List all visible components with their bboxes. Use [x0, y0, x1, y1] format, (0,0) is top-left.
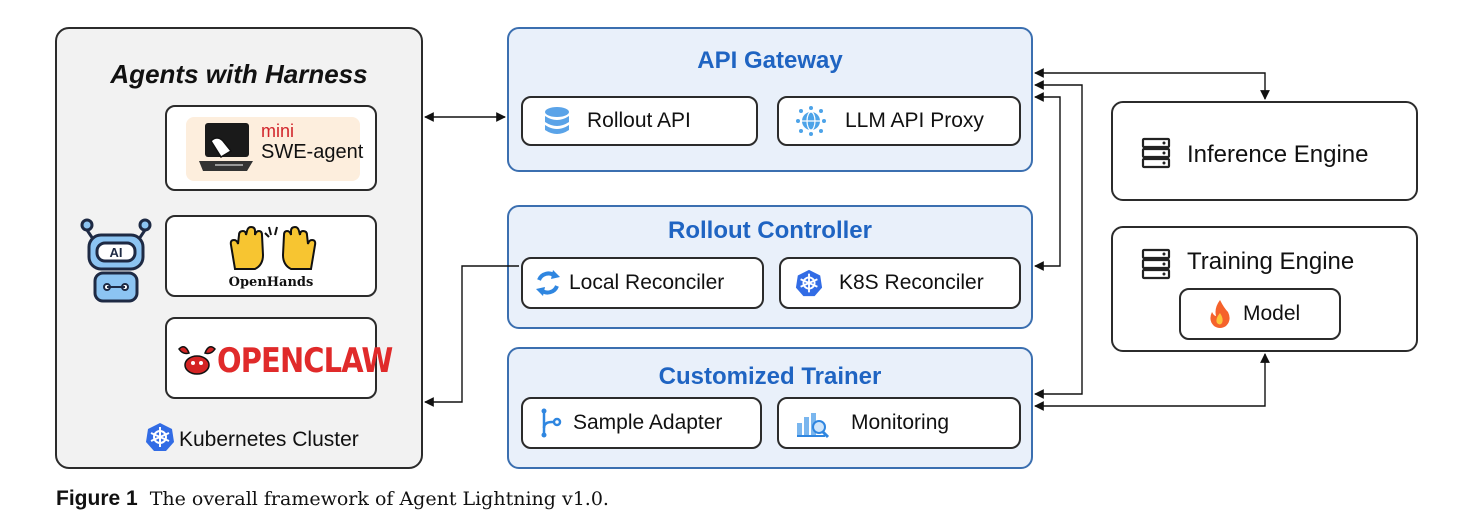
openhands-label: OpenHands — [228, 275, 314, 290]
k8s-reconciler-label: K8S Reconciler — [839, 271, 984, 294]
server-icon — [1141, 248, 1171, 280]
fire-icon — [1205, 299, 1235, 329]
robot-ai-text: AI — [110, 245, 123, 260]
raised-hands-icon — [229, 225, 317, 270]
chart-magnifier-icon — [793, 407, 833, 439]
training-engine-label: Training Engine — [1187, 248, 1355, 275]
llm-api-proxy-box[interactable]: LLM API Proxy — [777, 96, 1021, 146]
agent-openclaw[interactable]: OPENCLAW — [165, 317, 393, 399]
server-icon — [1141, 137, 1171, 169]
reconciler-harness-arrow — [424, 265, 519, 407]
api-gateway-box: API Gateway Rollout API LLM API Proxy — [507, 27, 1033, 172]
inference-engine-box[interactable]: Inference Engine — [1111, 101, 1418, 201]
figure-caption: Figure 1 The overall framework of Agent L… — [56, 487, 609, 511]
kubernetes-icon — [791, 269, 827, 297]
local-reconciler-label: Local Reconciler — [569, 271, 725, 294]
local-reconciler-box[interactable]: Local Reconciler — [521, 257, 764, 309]
trainer-training-arrow — [1034, 353, 1270, 411]
monitoring-label: Monitoring — [851, 411, 950, 434]
customized-trainer-title: Customized Trainer — [658, 363, 882, 390]
caption-text: The overall framework of Agent Lightning… — [149, 488, 609, 510]
api-gateway-title: API Gateway — [697, 47, 843, 74]
gateway-controller-arrow — [1034, 92, 1061, 271]
gateway-trainer-arrow — [1034, 80, 1083, 399]
network-globe-icon — [789, 105, 833, 137]
branch-icon — [533, 408, 567, 438]
lobster-icon — [178, 346, 216, 375]
agent-mini-swe[interactable]: mini SWE-agent — [165, 105, 377, 191]
agent-openhands[interactable]: OpenHands — [165, 215, 377, 297]
agents-harness-panel: Agents with Harness mini SWE-agent OpenH… — [55, 27, 423, 469]
kubernetes-icon — [146, 423, 174, 451]
openclaw-label: OPENCLAW — [217, 341, 393, 381]
k8s-reconciler-box[interactable]: K8S Reconciler — [779, 257, 1021, 309]
customized-trainer-box: Customized Trainer Sample Adapter Monito… — [507, 347, 1033, 469]
rollout-api-label: Rollout API — [587, 109, 691, 132]
mini-label: mini — [261, 121, 295, 141]
model-label: Model — [1243, 302, 1301, 325]
rollout-controller-title: Rollout Controller — [668, 217, 872, 244]
inference-engine-label: Inference Engine — [1187, 141, 1369, 168]
sample-adapter-box[interactable]: Sample Adapter — [521, 397, 762, 449]
rollout-api-box[interactable]: Rollout API — [521, 96, 758, 146]
swe-agent-label: SWE-agent — [261, 141, 364, 163]
gateway-inference-arrow — [1034, 68, 1270, 100]
sync-arrows-icon — [531, 268, 565, 298]
harness-title: Agents with Harness — [110, 59, 368, 89]
caption-prefix: Figure 1 — [56, 487, 138, 510]
database-icon — [535, 106, 579, 136]
laptop-hand-icon — [199, 123, 253, 171]
sample-adapter-label: Sample Adapter — [573, 411, 723, 434]
ai-robot-icon: AI — [80, 218, 152, 303]
rollout-controller-box: Rollout Controller Local Reconciler K8S … — [507, 205, 1033, 329]
monitoring-box[interactable]: Monitoring — [777, 397, 1021, 449]
training-engine-box[interactable]: Training Engine Model — [1111, 226, 1418, 352]
cluster-label: Kubernetes Cluster — [179, 428, 359, 451]
llm-api-proxy-label: LLM API Proxy — [845, 109, 984, 132]
model-box[interactable]: Model — [1179, 288, 1341, 340]
